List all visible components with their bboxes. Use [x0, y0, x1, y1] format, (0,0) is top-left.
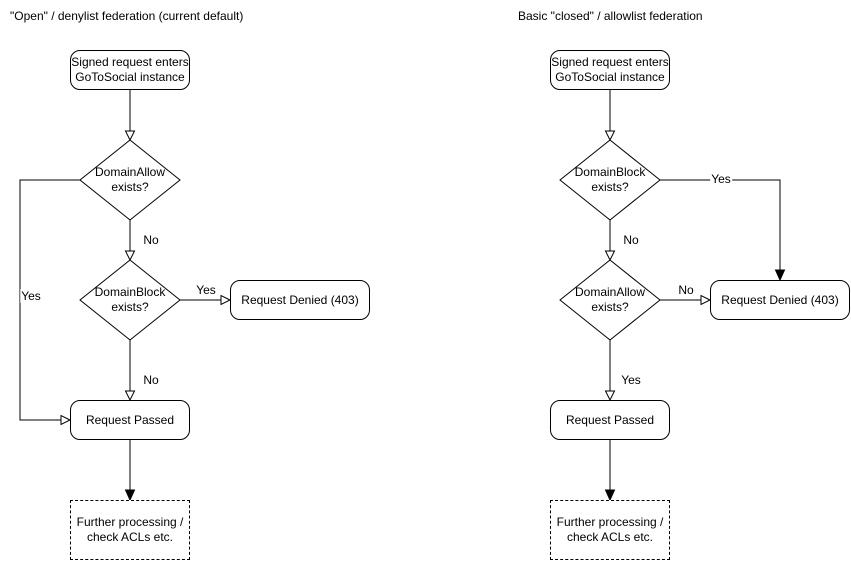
edge-label-right-no-1: No — [622, 233, 640, 247]
arrowhead-open-left-denied — [220, 294, 232, 306]
node-request-passed-right: Request Passed — [550, 400, 670, 440]
edge-label-left-yes-2: Yes — [195, 283, 217, 297]
arrowhead-open-left-decision2 — [124, 250, 136, 262]
edge-label-right-yes-2: Yes — [620, 373, 642, 387]
edge-right-yes-branch-to-denied — [660, 179, 781, 270]
node-further-processing-left: Further processing / check ACLs etc. — [70, 500, 190, 560]
arrowhead-open-left-passed-side — [60, 414, 72, 426]
node-start-right: Signed request enters GoToSocial instanc… — [550, 50, 670, 90]
edge-label-left-no-1: No — [142, 233, 160, 247]
diagram-title-open-federation: "Open" / denylist federation (current de… — [10, 9, 244, 23]
arrowhead-open-left-passed-top — [124, 390, 136, 402]
arrowhead-open-right-decision2 — [604, 250, 616, 262]
arrowhead-open-right-decision1 — [604, 130, 616, 142]
edge-label-left-no-2: No — [142, 373, 160, 387]
edge-label-left-yes-branch: Yes — [20, 289, 42, 303]
arrowhead-solid-right-further — [604, 489, 616, 502]
node-request-denied-right: Request Denied (403) — [710, 280, 850, 320]
decision-diamond-right-2 — [559, 259, 661, 341]
edge-label-right-yes-branch: Yes — [710, 172, 732, 186]
edge-left-yes-branch-to-passed — [19, 179, 80, 421]
decision-diamond-left-1 — [79, 139, 181, 221]
decision-diamond-left-2 — [79, 259, 181, 341]
diagram-title-closed-federation: Basic "closed" / allowlist federation — [518, 9, 703, 23]
node-request-denied-left: Request Denied (403) — [230, 280, 370, 320]
arrowhead-open-right-passed-top — [604, 390, 616, 402]
decision-diamond-right-1 — [559, 139, 661, 221]
arrowhead-solid-left-further — [124, 489, 136, 502]
node-request-passed-left: Request Passed — [70, 400, 190, 440]
arrowhead-open-right-denied-side — [700, 294, 712, 306]
edge-label-right-no-2: No — [677, 283, 695, 297]
arrowhead-solid-right-denied-top — [774, 269, 786, 282]
node-further-processing-right: Further processing / check ACLs etc. — [550, 500, 670, 560]
node-start-left: Signed request enters GoToSocial instanc… — [70, 50, 190, 90]
arrowhead-open-left-decision1 — [124, 130, 136, 142]
